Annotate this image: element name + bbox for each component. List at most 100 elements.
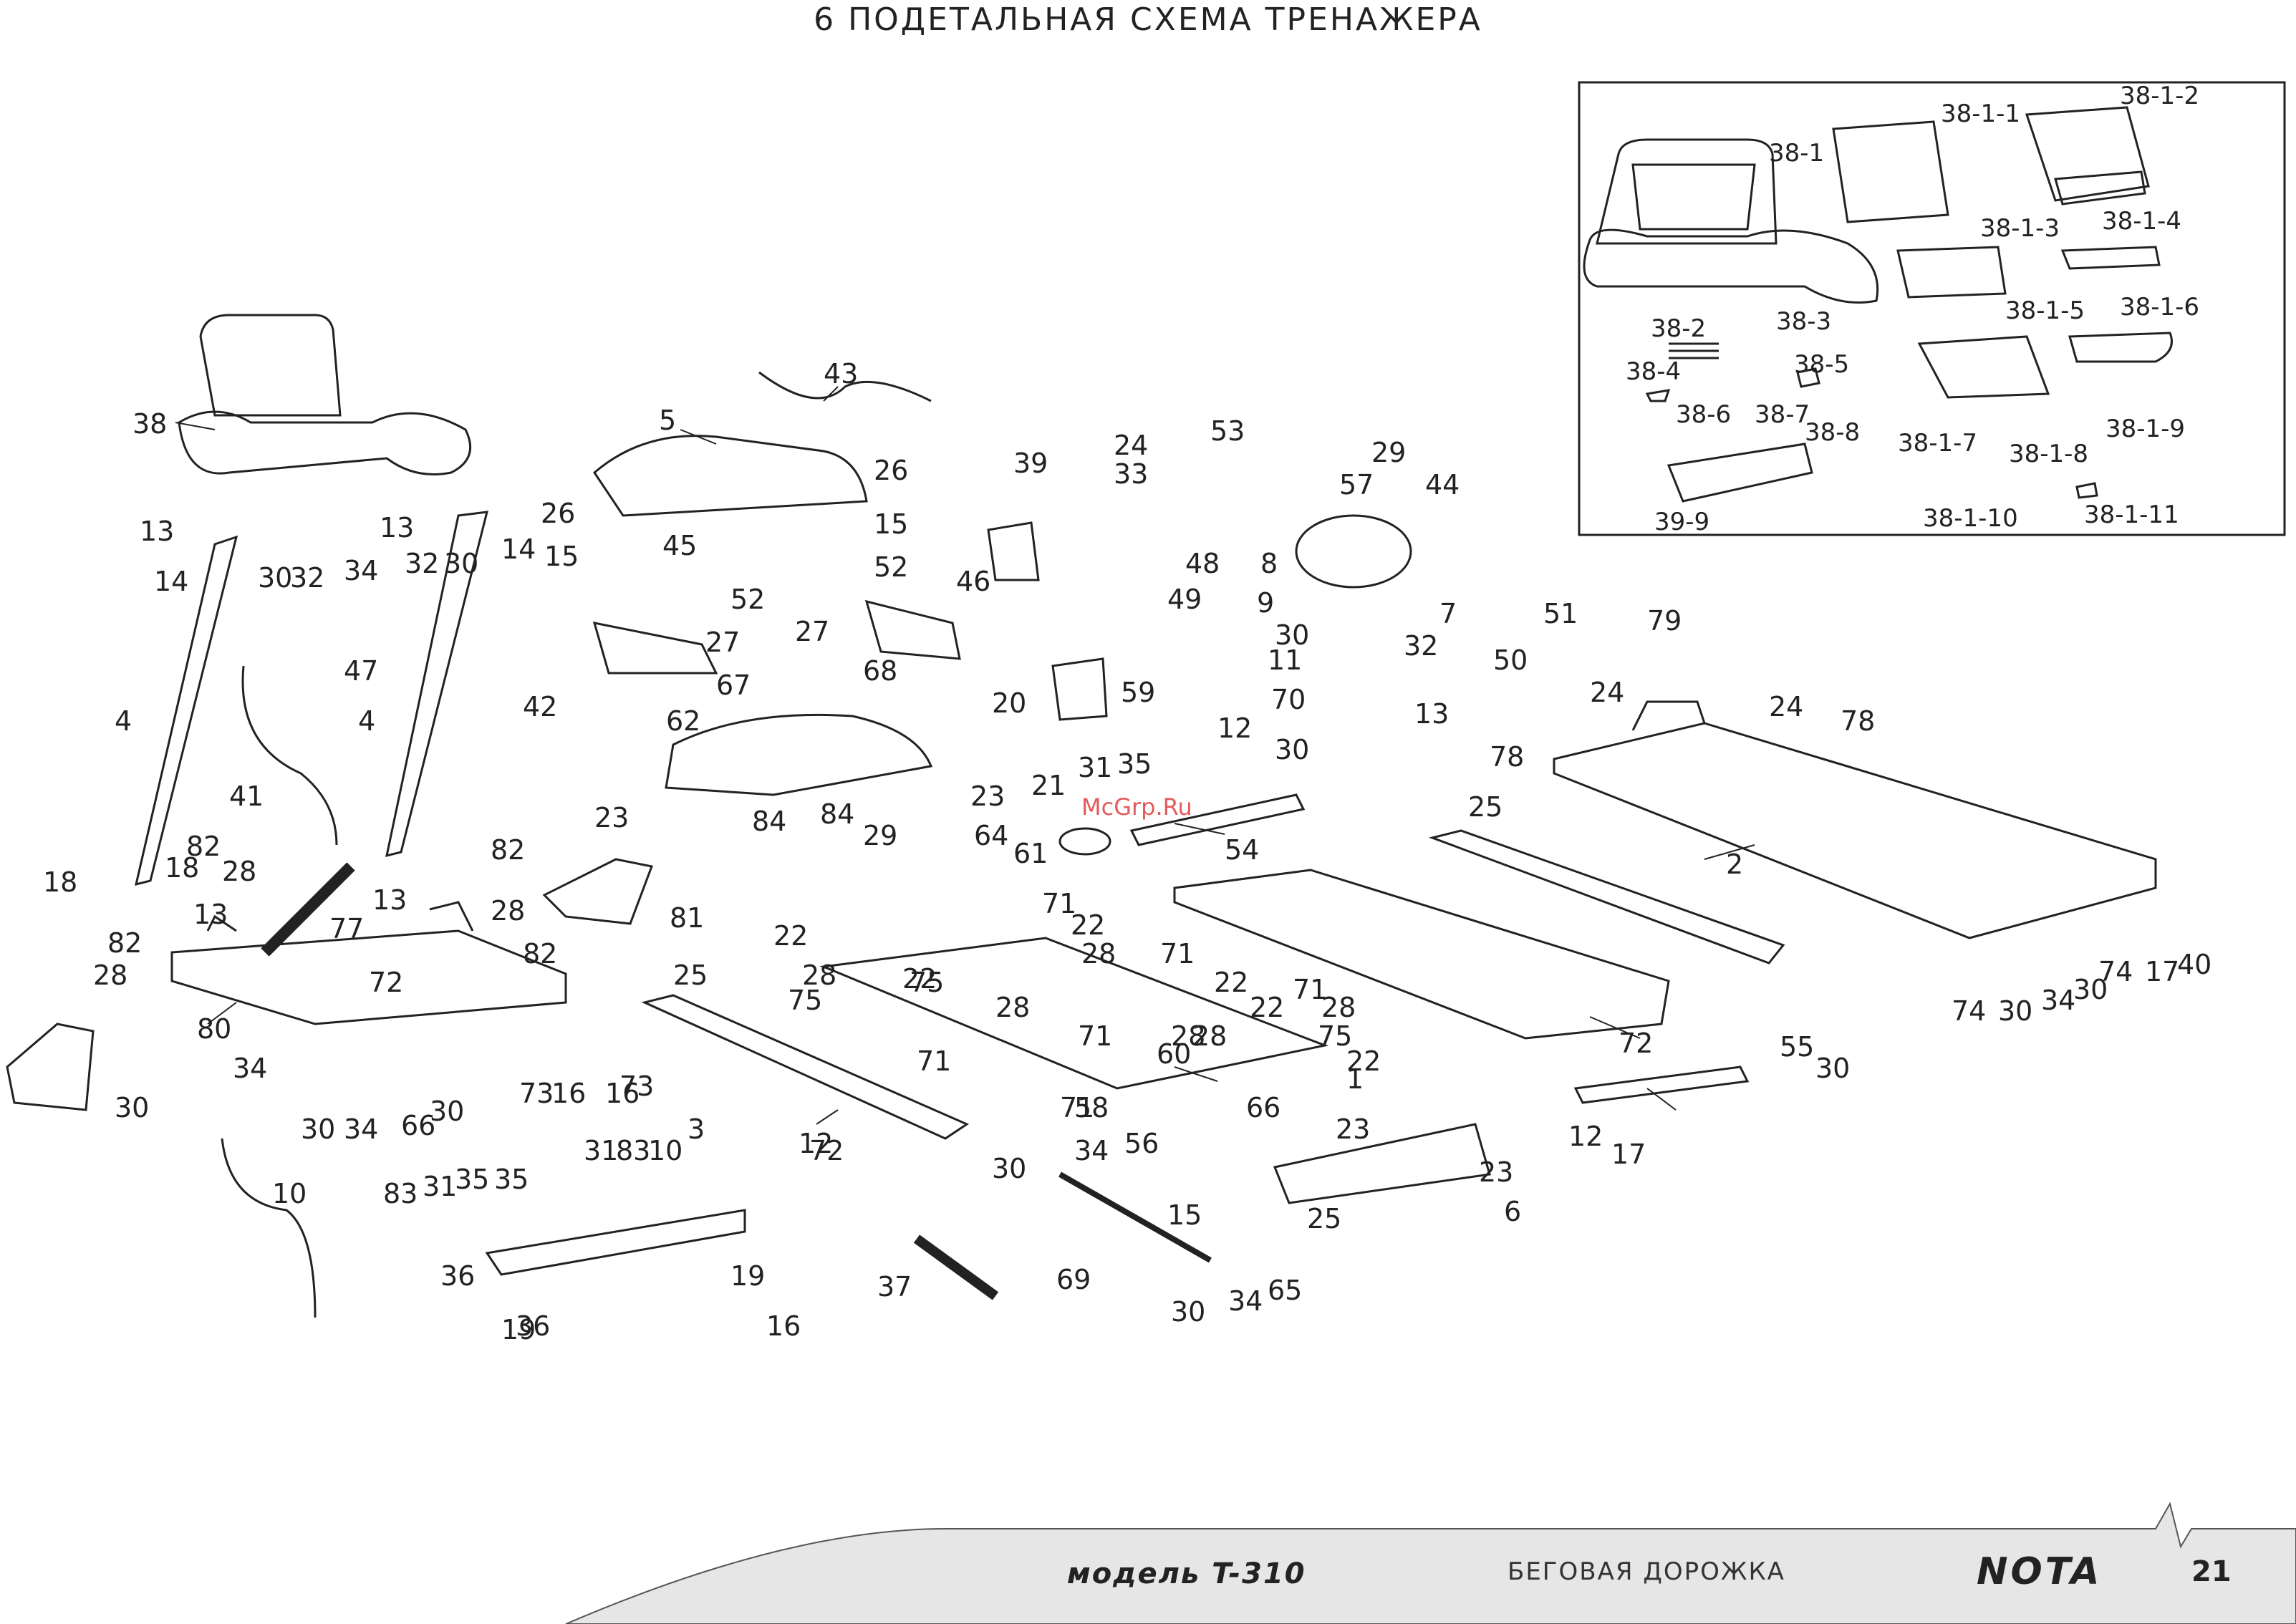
callout-label: 64 xyxy=(974,820,1008,851)
callout-label: 12 xyxy=(1568,1121,1603,1152)
callout-label: 31 xyxy=(584,1135,618,1166)
part-61-belt xyxy=(1058,827,1111,856)
callout-label: 18 xyxy=(165,852,199,884)
part-5-handlebar xyxy=(593,435,868,517)
callout-label: 46 xyxy=(956,566,990,597)
part-66-side-rail-right xyxy=(1428,829,1785,965)
callout-label: 71 xyxy=(917,1045,951,1077)
callout-label: 31 xyxy=(1078,752,1112,783)
callout-label: 59 xyxy=(1121,677,1155,708)
callout-label: 34 xyxy=(233,1053,267,1084)
watermark-text: McGrp.Ru xyxy=(1081,793,1192,821)
callout-label: 75 xyxy=(788,985,822,1016)
callout-label: 74 xyxy=(1952,995,1986,1027)
callout-label: 48 xyxy=(1185,548,1220,579)
callout-label: 34 xyxy=(344,1113,378,1145)
callout-label: 71 xyxy=(1078,1020,1112,1052)
callout-label: 28 xyxy=(802,960,836,991)
callout-label: 10 xyxy=(272,1178,307,1209)
callout-label: 39 xyxy=(1013,448,1048,479)
part-1-base-frame xyxy=(170,901,567,1025)
callout-label: 42 xyxy=(523,691,557,722)
callout-label: 30 xyxy=(430,1096,464,1127)
part-54-front-roller xyxy=(1129,793,1306,846)
footer-band xyxy=(565,1502,2296,1624)
callout-label: 25 xyxy=(1307,1203,1341,1234)
callout-label: 84 xyxy=(820,798,854,830)
callout-label: 28 xyxy=(1081,938,1116,970)
part-67-handle-cover xyxy=(592,622,718,675)
callout-label: 66 xyxy=(401,1110,435,1141)
callout-label: 47 xyxy=(344,655,378,687)
callout-label: 38-1-11 xyxy=(2084,501,2179,529)
callout-label: 30 xyxy=(301,1113,335,1145)
callout-label: 34 xyxy=(2041,985,2075,1016)
callout-label: 30 xyxy=(1275,734,1309,765)
callout-label: 26 xyxy=(874,455,908,486)
callout-label: 71 xyxy=(1060,1092,1094,1123)
part-66-side-rail-left xyxy=(641,994,970,1140)
callout-label: 70 xyxy=(1271,684,1306,715)
part-62-motor-hood xyxy=(665,713,933,796)
callout-label: 11 xyxy=(1268,644,1302,676)
callout-label: 52 xyxy=(874,551,908,583)
callout-label: 23 xyxy=(1479,1156,1513,1188)
callout-label: 40 xyxy=(2177,949,2211,980)
callout-label: 30 xyxy=(1815,1053,1850,1084)
callout-label: 30 xyxy=(444,548,478,579)
callout-label: 28 xyxy=(1321,992,1356,1023)
console-inset-box xyxy=(1578,81,2286,536)
callout-label: 23 xyxy=(970,780,1005,812)
callout-label: 2 xyxy=(1726,849,1743,880)
callout-label: 73 xyxy=(619,1070,654,1102)
callout-label: 82 xyxy=(523,938,557,970)
callout-label: 37 xyxy=(877,1271,912,1302)
callout-label: 15 xyxy=(874,508,908,540)
callout-label: 80 xyxy=(197,1013,231,1045)
callout-label: 12 xyxy=(1217,712,1252,744)
callout-label: 17 xyxy=(1611,1139,1646,1170)
footer-page-number: 21 xyxy=(2191,1555,2232,1588)
callout-label: 82 xyxy=(491,834,525,866)
callout-label: 75 xyxy=(910,967,944,998)
callout-label: 31 xyxy=(423,1171,457,1202)
callout-label: 9 xyxy=(1257,587,1274,619)
callout-label: 69 xyxy=(1056,1264,1091,1295)
callout-label: 66 xyxy=(1246,1092,1280,1123)
leader-lines xyxy=(175,386,1755,1125)
callout-label: 74 xyxy=(2098,956,2133,987)
footer-product-name: БЕГОВАЯ ДОРОЖКА xyxy=(1508,1557,1785,1586)
callout-label: 28 xyxy=(222,856,256,887)
callout-label: 38-1-8 xyxy=(2009,440,2088,468)
callout-label: 83 xyxy=(616,1135,650,1166)
callout-label: 30 xyxy=(115,1092,149,1123)
callout-label: 53 xyxy=(1210,415,1245,447)
callout-label: 38-8 xyxy=(1805,418,1860,447)
callout-label: 7 xyxy=(1439,598,1457,629)
callout-label: 72 xyxy=(809,1135,844,1166)
part-81-foot-cover xyxy=(542,858,654,925)
callout-label: 56 xyxy=(1124,1128,1159,1159)
callout-label: 16 xyxy=(766,1310,801,1342)
callout-label: 65 xyxy=(1268,1275,1302,1306)
callout-label: 13 xyxy=(140,516,174,547)
callout-label: 71 xyxy=(1042,888,1076,919)
callout-label: 27 xyxy=(795,616,829,647)
part-59-lift-motor xyxy=(1051,657,1108,721)
callout-label: 38-1-3 xyxy=(1980,214,2060,243)
callout-label: 38-1-4 xyxy=(2102,207,2181,236)
part-4-left-upright xyxy=(134,535,238,886)
callout-label: 38-1-2 xyxy=(2120,82,2199,110)
callout-label: 32 xyxy=(405,548,439,579)
callout-label: 35 xyxy=(455,1164,489,1195)
callout-label: 33 xyxy=(1114,458,1148,490)
callout-label: 52 xyxy=(730,584,765,615)
part-46-plate xyxy=(987,521,1040,581)
part-4-right-upright xyxy=(385,511,488,858)
callout-label: 30 xyxy=(1998,995,2032,1027)
part-3-lift-bar xyxy=(485,1209,746,1276)
callout-label: 82 xyxy=(107,927,142,959)
callout-label: 34 xyxy=(344,555,378,586)
callout-label: 38-1-1 xyxy=(1941,100,2020,128)
